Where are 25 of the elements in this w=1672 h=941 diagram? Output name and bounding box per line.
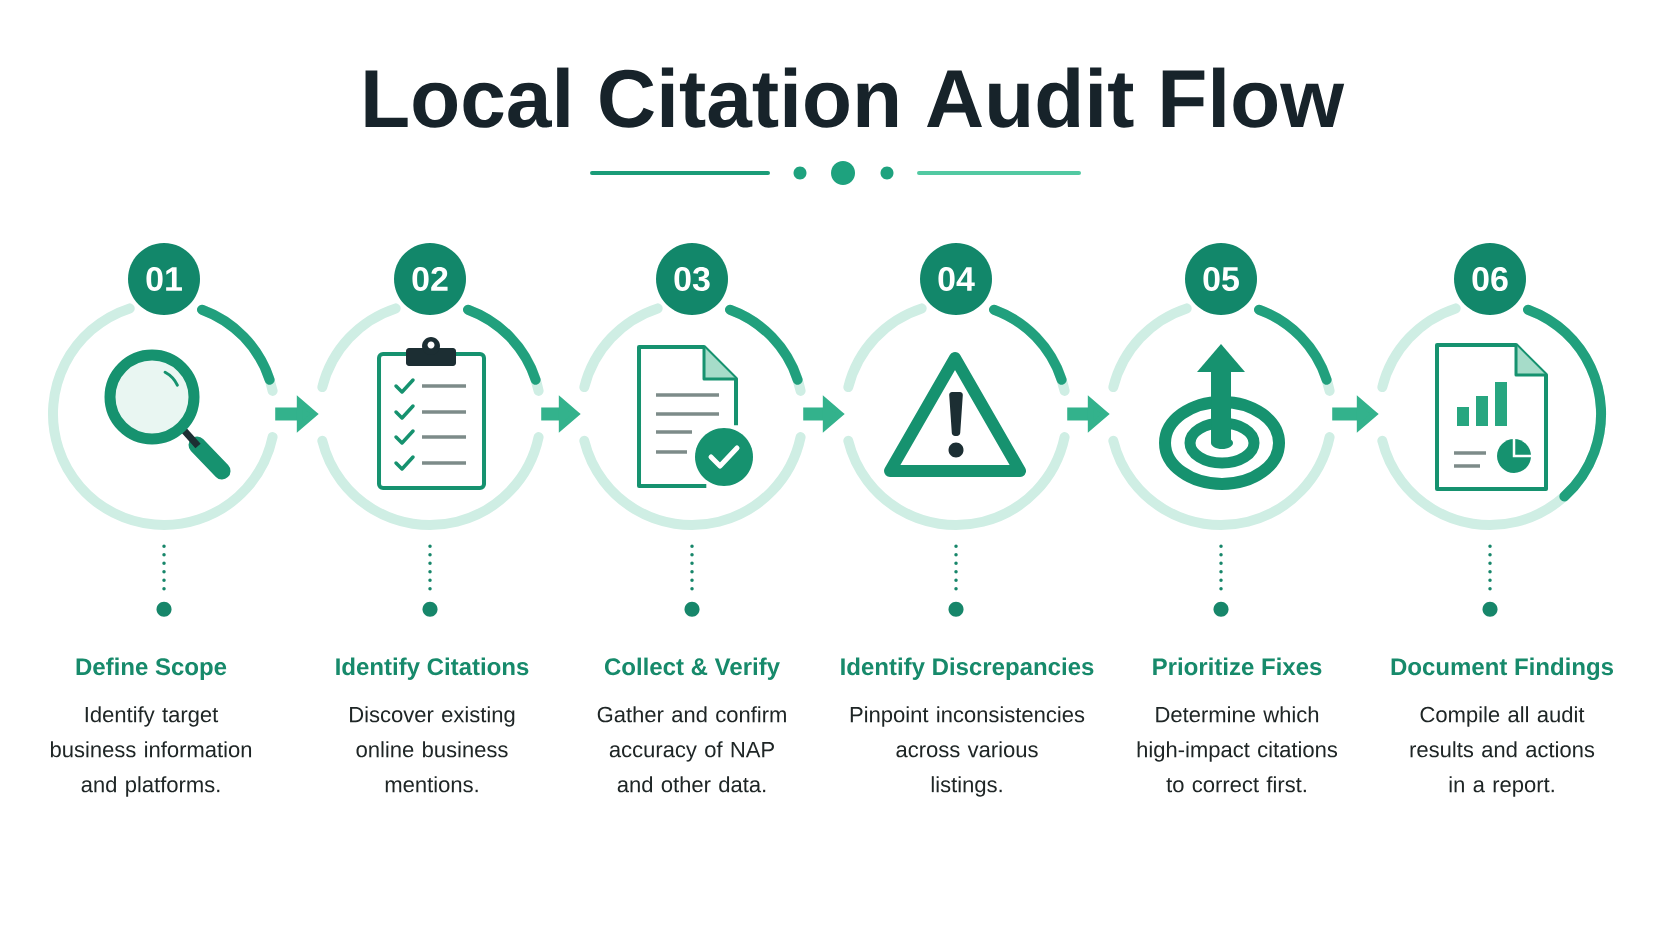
title: Local Citation Audit Flow: [365, 67, 1345, 128]
step-description: Gather and confirm accuracy of NAP and other data.: [597, 706, 786, 793]
step-description: Identify target business information and platforms.: [50, 706, 252, 797]
step-heading: Define Scope: [76, 657, 227, 680]
step-heading: Identify Discrepancies: [841, 657, 1094, 680]
step-description: Compile all audit results and actions in a report.: [1410, 706, 1595, 797]
dotted-connector: [1482, 544, 1498, 617]
step-heading: Identify Citations: [336, 657, 529, 680]
dotted-connector: [422, 544, 438, 617]
step-description: Pinpoint inconsistencies across various listings.: [850, 706, 1085, 797]
step-heading: Prioritize Fixes: [1153, 657, 1322, 676]
step-description: Determine which high-impact citations to correct first.: [1137, 706, 1338, 793]
number-badge: 06: [1454, 243, 1526, 315]
dotted-connector: [684, 544, 700, 617]
number-badge: 02: [394, 243, 466, 315]
dotted-connector: [948, 544, 964, 617]
number-badge: 01: [128, 243, 200, 315]
number-badge: 04: [920, 243, 992, 315]
dotted-connector: [1213, 544, 1229, 617]
dotted-connector: [156, 544, 172, 617]
step-description: Discover existing online business mentions.: [350, 706, 515, 793]
number-badge: 03: [656, 243, 728, 315]
step-heading: Collect & Verify: [604, 657, 780, 680]
number-badge: 05: [1185, 243, 1257, 315]
step-heading: Document Findings: [1391, 657, 1613, 681]
